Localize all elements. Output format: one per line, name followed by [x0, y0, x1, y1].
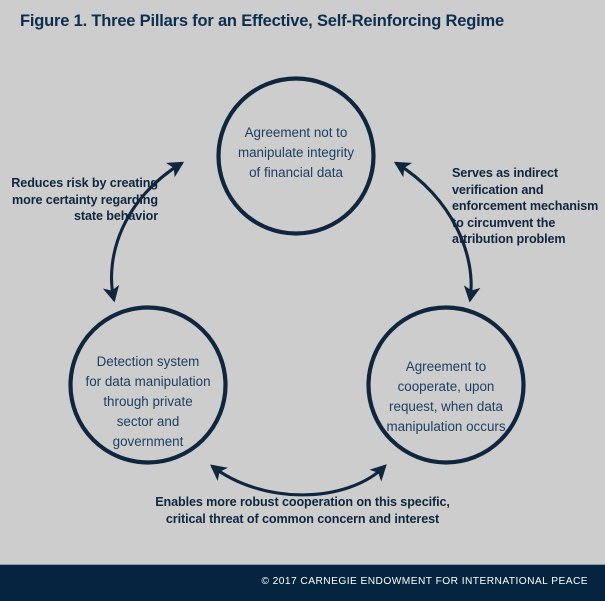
detection-to-cooperate-arrow [210, 464, 387, 497]
annotation-reduces-risk: Reduces risk by creating more certainty … [11, 176, 158, 224]
circle-outline-top [216, 76, 376, 236]
node-right-line-4: manipulation occurs [386, 419, 505, 434]
figure-title: Figure 1. Three Pillars for an Effective… [20, 12, 504, 30]
node-top-line-1: Agreement not to [245, 125, 348, 140]
footer-bar: © 2017 CARNEGIE ENDOWMENT FOR INTERNATIO… [0, 565, 605, 601]
node-left-line-3: through private [103, 394, 192, 409]
node-right-line-2: cooperate, upon [398, 379, 495, 394]
footer-divider [0, 564, 605, 565]
detection-to-agreement-arrow [102, 161, 185, 303]
node-agreement-cooperate[interactable]: Agreement to cooperate, upon request, wh… [366, 305, 526, 465]
node-top-line-3: of financial data [249, 165, 343, 180]
node-left-line-2: for data manipulation [85, 374, 210, 389]
annotation-indirect-verification: Serves as indirect verification and enfo… [452, 166, 599, 247]
node-detection-system[interactable]: Detection system for data manipulation t… [68, 305, 228, 465]
circle-outline-left [68, 305, 228, 465]
node-left-line-1: Detection system [97, 354, 200, 369]
node-right-line-1: Agreement to [406, 359, 486, 374]
circle-outline-right [366, 305, 526, 465]
copyright-credit: © 2017 CARNEGIE ENDOWMENT FOR INTERNATIO… [261, 576, 588, 587]
node-right-line-3: request, when data [389, 399, 503, 414]
node-left-line-4: sector and [117, 414, 180, 429]
node-left-line-5: government [113, 434, 184, 449]
node-top-line-2: manipulate integrity [238, 145, 354, 160]
annotation-robust-cooperation: Enables more robust cooperation on this … [155, 495, 450, 526]
agreement-to-cooperate-arrow [393, 161, 481, 303]
node-agreement-integrity[interactable]: Agreement not to manipulate integrity of… [216, 76, 376, 236]
